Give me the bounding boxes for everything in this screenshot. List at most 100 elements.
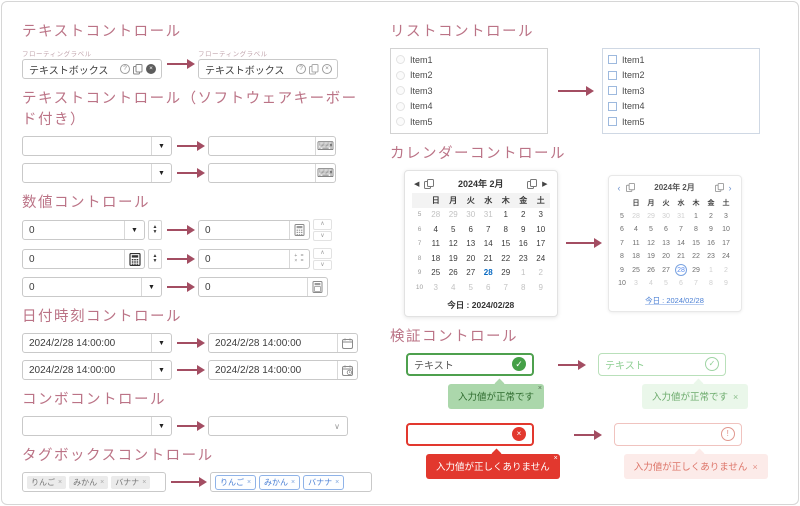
calendar-day[interactable]: 11 [632,239,640,247]
calendar-day[interactable]: 12 [647,239,655,247]
list-item[interactable]: Item3 [396,83,542,99]
spinner[interactable]: ▲▼ [148,220,162,240]
list-item[interactable]: Item2 [396,68,542,84]
text-input-left[interactable]: ▼ [22,163,172,183]
checkbox-icon[interactable] [608,55,617,65]
view-switch-icon[interactable] [625,183,635,192]
calendar-day[interactable]: 28 [632,212,640,220]
calendar-day[interactable]: 28 [483,268,493,278]
calendar-day[interactable]: 11 [431,239,440,249]
calendar-day[interactable]: 19 [647,253,655,261]
calendar-day[interactable]: 3 [538,210,543,220]
calendar-day[interactable]: 2 [709,212,713,220]
tag-chip[interactable]: みかん× [69,475,109,489]
calendar-day[interactable]: 28 [675,264,687,277]
spin-down-button[interactable]: ∨ [313,259,332,270]
calendar-day[interactable]: 16 [707,239,715,247]
numeric-input-right[interactable]: 0 [198,220,310,240]
calendar-day[interactable]: 8 [709,280,713,288]
calendar-day[interactable]: 4 [451,282,456,292]
help-icon[interactable]: ? [120,64,130,74]
datetime-input-right[interactable]: 2024/2/28 14:00:00 [208,333,358,353]
radio-icon[interactable] [396,86,405,96]
tag-remove-icon[interactable]: × [100,478,105,486]
calendar-day[interactable]: 10 [722,226,730,234]
list-item[interactable]: Item2 [608,68,754,84]
today-icon[interactable] [714,183,724,192]
calendar-day[interactable]: 4 [649,280,653,288]
calendar-day[interactable]: 23 [707,253,715,261]
calendar-day[interactable]: 29 [448,210,458,220]
calendar-day[interactable]: 15 [692,239,700,247]
calendar-today-link[interactable]: 今日 : 2024/02/28 [645,295,704,305]
keyboard-button[interactable]: ⌨ [315,137,335,155]
calendar-day[interactable]: 2 [538,268,543,278]
radio-icon[interactable] [396,117,405,127]
copy-icon[interactable] [309,63,319,75]
calendar-day[interactable]: 15 [501,239,511,249]
calendar-day[interactable]: 3 [433,282,438,292]
calendar-day[interactable]: 6 [664,226,668,234]
validated-input[interactable]: × [406,422,534,446]
calendar-day[interactable]: 1 [694,212,698,220]
calendar-day[interactable]: 26 [647,266,655,274]
tag-remove-icon[interactable]: × [142,478,147,486]
calendar-day[interactable]: 5 [451,224,456,234]
calendar-day[interactable]: 7 [679,226,683,234]
dropdown-button[interactable]: ▼ [141,278,161,296]
calendar-day[interactable]: 5 [649,226,653,234]
tag-chip[interactable]: りんご× [27,475,67,489]
calendar-day[interactable]: 19 [448,253,458,263]
calendar-day[interactable]: 24 [722,253,730,261]
text-input-right[interactable]: ⌨ [208,163,336,183]
calendar-today-label[interactable]: 今日 : 2024/02/28 [447,299,515,310]
checkbox-icon[interactable] [608,70,617,80]
formula-button[interactable]: + =× = [289,250,309,268]
combo-input-right[interactable]: ∨ [208,416,348,436]
dropdown-button[interactable]: ▼ [151,164,171,182]
copy-icon[interactable] [133,63,143,75]
calendar-day[interactable]: 5 [664,280,668,288]
datetime-input-left[interactable]: 2024/2/28 14:00:00 ▼ [22,333,172,353]
calendar-day[interactable]: 4 [634,226,638,234]
calendar-day[interactable]: 2 [521,210,526,220]
calendar-day[interactable]: 14 [483,239,493,249]
calendar-day[interactable]: 6 [468,224,473,234]
calendar-day[interactable]: 9 [709,226,713,234]
list-item[interactable]: Item3 [608,83,754,99]
tag-chip[interactable]: りんご× [214,474,257,490]
calendar-day[interactable]: 30 [662,212,670,220]
calendar-day[interactable]: 29 [692,266,700,274]
calendar-day[interactable]: 27 [466,268,476,278]
text-input-right[interactable]: ⌨ [208,136,336,156]
list-item[interactable]: Item1 [608,52,754,68]
combo-input-left[interactable]: ▼ [22,416,172,436]
numeric-input-right[interactable]: 0 + =× = [198,249,310,269]
calendar-clock-button[interactable] [337,361,357,379]
textbox-left[interactable]: テキストボックス ? × [22,59,162,79]
tag-remove-icon[interactable]: × [246,478,252,486]
radio-icon[interactable] [396,55,405,65]
calendar-day[interactable]: 7 [503,282,508,292]
today-icon[interactable] [527,178,538,189]
calendar-day[interactable]: 26 [448,268,458,278]
calendar-day[interactable]: 22 [501,253,511,263]
calendar-day[interactable]: 27 [662,266,670,274]
calendar-day[interactable]: 23 [518,253,528,263]
tooltip-close-icon[interactable]: × [752,461,758,472]
calendar-month-label[interactable]: 2024年 2月 [654,183,695,192]
calendar-day[interactable]: 7 [694,280,698,288]
tooltip-close-icon[interactable]: × [733,391,739,402]
calendar-day[interactable]: 28 [431,210,441,220]
calendar-day[interactable]: 2 [724,266,728,274]
list-item[interactable]: Item1 [396,52,542,68]
spin-up-button[interactable]: ∧ [313,219,332,230]
dropdown-button[interactable]: ▼ [151,137,171,155]
calendar-day[interactable]: 3 [724,212,728,220]
spinner[interactable]: ▲▼ [148,249,162,269]
calendar-day[interactable]: 9 [521,224,526,234]
calendar-day[interactable]: 29 [501,268,511,278]
checkbox-icon[interactable] [608,117,617,127]
